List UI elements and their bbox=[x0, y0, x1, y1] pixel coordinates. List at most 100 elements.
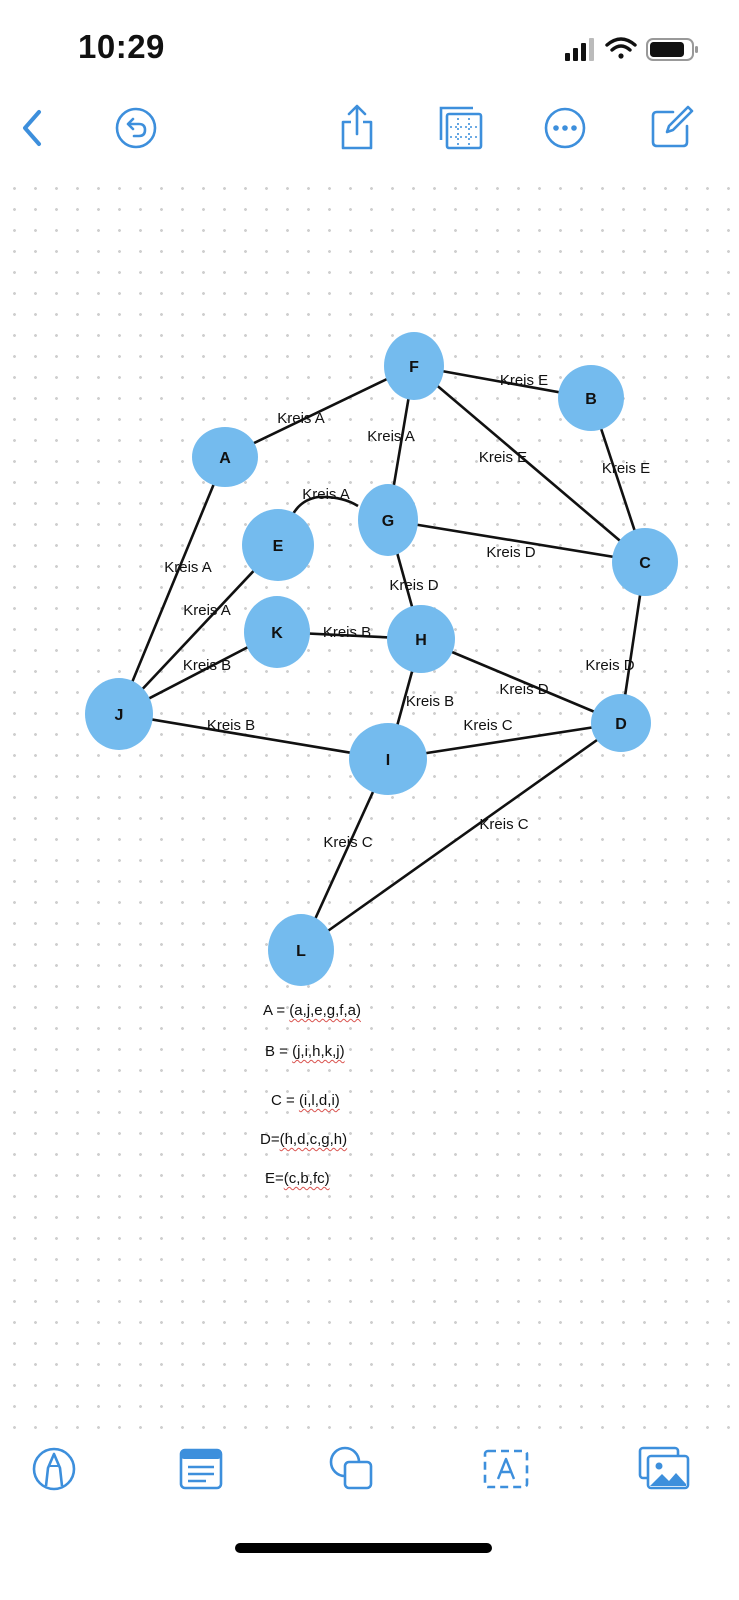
chevron-left-icon bbox=[23, 110, 41, 146]
legend-prefix: A = bbox=[263, 1002, 290, 1019]
edge-label: Kreis D bbox=[389, 577, 438, 594]
edge-label: Kreis A bbox=[183, 602, 231, 619]
legend-value: (h,d,c,g,h) bbox=[279, 1131, 348, 1148]
edge-label: Kreis B bbox=[207, 717, 255, 734]
legend-value: (i,l,d,i) bbox=[298, 1092, 340, 1109]
node-label-f: F bbox=[409, 359, 419, 376]
compose-button[interactable] bbox=[643, 100, 699, 156]
edge-label: Kreis E bbox=[479, 449, 527, 466]
signal-icon bbox=[565, 38, 594, 61]
edge-j-i bbox=[118, 712, 389, 761]
node-e[interactable] bbox=[242, 509, 314, 581]
edge-label: Kreis B bbox=[323, 624, 371, 641]
node-b[interactable] bbox=[558, 365, 624, 431]
edge-label: Kreis B bbox=[183, 657, 231, 674]
edge-a-f bbox=[224, 364, 415, 459]
node-label-k: K bbox=[271, 625, 283, 642]
text-icon bbox=[483, 1449, 529, 1489]
undo-button[interactable] bbox=[108, 100, 164, 156]
edge-label: Kreis E bbox=[500, 372, 548, 389]
edge-label: Kreis D bbox=[486, 544, 535, 561]
edge-a-j bbox=[117, 456, 227, 715]
edge-label: Kreis B bbox=[406, 693, 454, 710]
node-d[interactable] bbox=[591, 694, 651, 752]
node-l[interactable] bbox=[268, 914, 334, 986]
share-icon bbox=[341, 104, 373, 150]
edge-label: Kreis C bbox=[463, 717, 512, 734]
node-j[interactable] bbox=[85, 678, 153, 750]
legend-value: (c,b,fc) bbox=[283, 1170, 330, 1187]
text-tool-button[interactable] bbox=[479, 1442, 533, 1496]
more-icon bbox=[544, 107, 586, 149]
home-indicator bbox=[235, 1543, 492, 1553]
compose-icon bbox=[651, 105, 694, 148]
shapes-icon bbox=[329, 1446, 373, 1490]
legend-value: (a,j,e,g,f,a) bbox=[289, 1002, 361, 1019]
legend-line: B = (j,i,h,k,j) bbox=[265, 1043, 345, 1060]
media-button[interactable] bbox=[637, 1442, 691, 1496]
edge-label: Kreis D bbox=[585, 657, 634, 674]
edge-label: Kreis E bbox=[602, 460, 650, 477]
legend-prefix: D= bbox=[260, 1131, 280, 1148]
edge-g-c bbox=[387, 518, 646, 564]
edge-h-d bbox=[420, 637, 622, 725]
node-label-a: A bbox=[219, 450, 231, 467]
grid-view-button[interactable] bbox=[433, 100, 489, 156]
legend-prefix: B = bbox=[265, 1043, 293, 1060]
pen-tool-button[interactable] bbox=[27, 1442, 81, 1496]
node-label-b: B bbox=[585, 391, 597, 408]
legend-prefix: C = bbox=[271, 1092, 299, 1109]
node-label-l: L bbox=[296, 943, 306, 960]
edge-label: Kreis A bbox=[302, 486, 350, 503]
legend-line: A = (a,j,e,g,f,a) bbox=[263, 1002, 361, 1019]
share-button[interactable] bbox=[329, 100, 385, 156]
node-label-h: H bbox=[415, 632, 427, 649]
legend-line: E=(c,b,fc) bbox=[265, 1170, 330, 1187]
node-label-g: G bbox=[382, 513, 394, 530]
clock: 10:29 bbox=[78, 28, 165, 65]
edge-label: Kreis C bbox=[323, 834, 372, 851]
back-button[interactable] bbox=[5, 100, 61, 156]
edge-l-d bbox=[300, 721, 622, 952]
node-label-c: C bbox=[639, 555, 651, 572]
legend-line: D=(h,d,c,g,h) bbox=[260, 1131, 347, 1148]
node-k[interactable] bbox=[244, 596, 310, 668]
node-a[interactable] bbox=[192, 427, 258, 487]
battery-icon bbox=[646, 38, 698, 61]
text-box-button[interactable] bbox=[174, 1442, 228, 1496]
more-button[interactable] bbox=[537, 100, 593, 156]
node-c[interactable] bbox=[612, 528, 678, 596]
edge-label: Kreis A bbox=[367, 428, 415, 445]
node-label-d: D bbox=[615, 716, 627, 733]
node-label-i: I bbox=[386, 752, 390, 769]
node-i[interactable] bbox=[349, 723, 427, 795]
node-f[interactable] bbox=[384, 332, 444, 400]
node-g[interactable] bbox=[358, 484, 418, 556]
text-box-icon bbox=[179, 1448, 223, 1490]
status-icons bbox=[529, 34, 699, 64]
node-h[interactable] bbox=[387, 605, 455, 673]
status-bar: 10:29 bbox=[0, 0, 739, 100]
edge-label: Kreis D bbox=[499, 681, 548, 698]
top-toolbar bbox=[0, 100, 739, 160]
edge-label: Kreis C bbox=[479, 816, 528, 833]
bottom-toolbar bbox=[0, 1430, 739, 1510]
pen-icon bbox=[32, 1447, 76, 1491]
wifi-icon bbox=[605, 37, 637, 59]
edge-label: Kreis A bbox=[277, 410, 325, 427]
legend-value: (j,i,h,k,j) bbox=[292, 1043, 345, 1060]
edge-e-j bbox=[118, 544, 279, 715]
legend-prefix: E= bbox=[265, 1170, 284, 1187]
photo-icon bbox=[638, 1446, 690, 1490]
undo-icon bbox=[115, 107, 157, 149]
grid-view-icon bbox=[439, 106, 483, 150]
shapes-button[interactable] bbox=[325, 1442, 379, 1496]
node-label-j: J bbox=[115, 707, 124, 724]
edge-i-d bbox=[387, 721, 622, 761]
edge-f-c bbox=[413, 365, 646, 563]
legend-line: C = (i,l,d,i) bbox=[271, 1092, 340, 1109]
